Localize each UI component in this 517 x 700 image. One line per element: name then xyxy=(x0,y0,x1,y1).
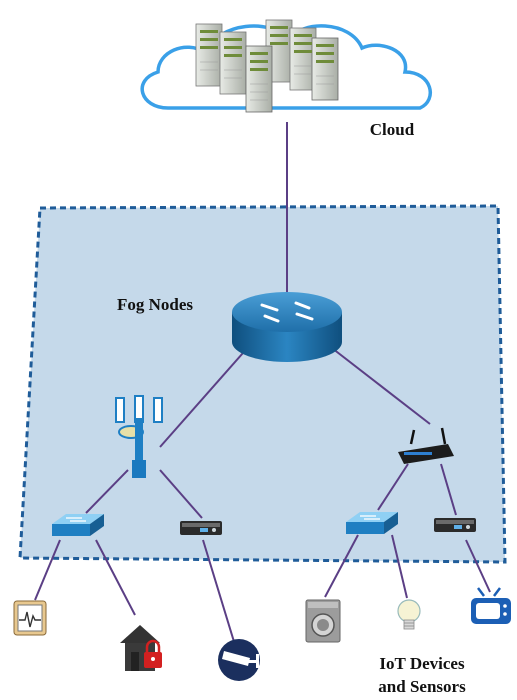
cell-tower-icon xyxy=(115,395,163,478)
link-switch-home xyxy=(95,539,136,616)
link-wifi-gateway xyxy=(440,463,457,516)
iot-devices-label-line1: IoT Devices xyxy=(379,654,465,673)
heart-monitor-icon xyxy=(13,600,47,636)
fog-nodes-label: Fog Nodes xyxy=(116,295,194,314)
network-switch-icon xyxy=(52,514,104,536)
link-switch-monitor xyxy=(34,539,61,601)
link-router-celltower xyxy=(159,344,251,448)
cloud-with-servers-icon xyxy=(140,19,432,113)
links xyxy=(34,122,491,646)
link-switch2-bulb xyxy=(391,534,408,599)
link-router-wifi xyxy=(327,344,431,425)
router-icon xyxy=(232,292,342,362)
gateway-box-icon xyxy=(180,521,222,535)
wifi-router-icon xyxy=(398,427,454,464)
link-celltower-switch xyxy=(85,469,129,514)
network-switch-icon xyxy=(346,512,398,534)
link-gateway2-tv xyxy=(465,539,491,593)
server-bays xyxy=(200,26,334,71)
fog-region xyxy=(18,204,507,564)
link-wifi-switch xyxy=(377,463,409,511)
link-switch2-washer xyxy=(324,534,359,598)
television-icon xyxy=(471,587,511,624)
smart-lock-home-icon xyxy=(120,625,162,671)
link-gateway-camera xyxy=(202,539,236,646)
server-rack-front xyxy=(245,37,339,113)
cloud-label: Cloud xyxy=(369,120,415,139)
light-bulb-icon xyxy=(397,599,421,630)
washing-machine-icon xyxy=(305,599,341,643)
gateway-box-icon xyxy=(434,518,476,532)
iot-devices-label-line2: and Sensors xyxy=(378,677,466,696)
security-camera-icon xyxy=(218,639,260,681)
link-celltower-gateway xyxy=(159,469,203,519)
